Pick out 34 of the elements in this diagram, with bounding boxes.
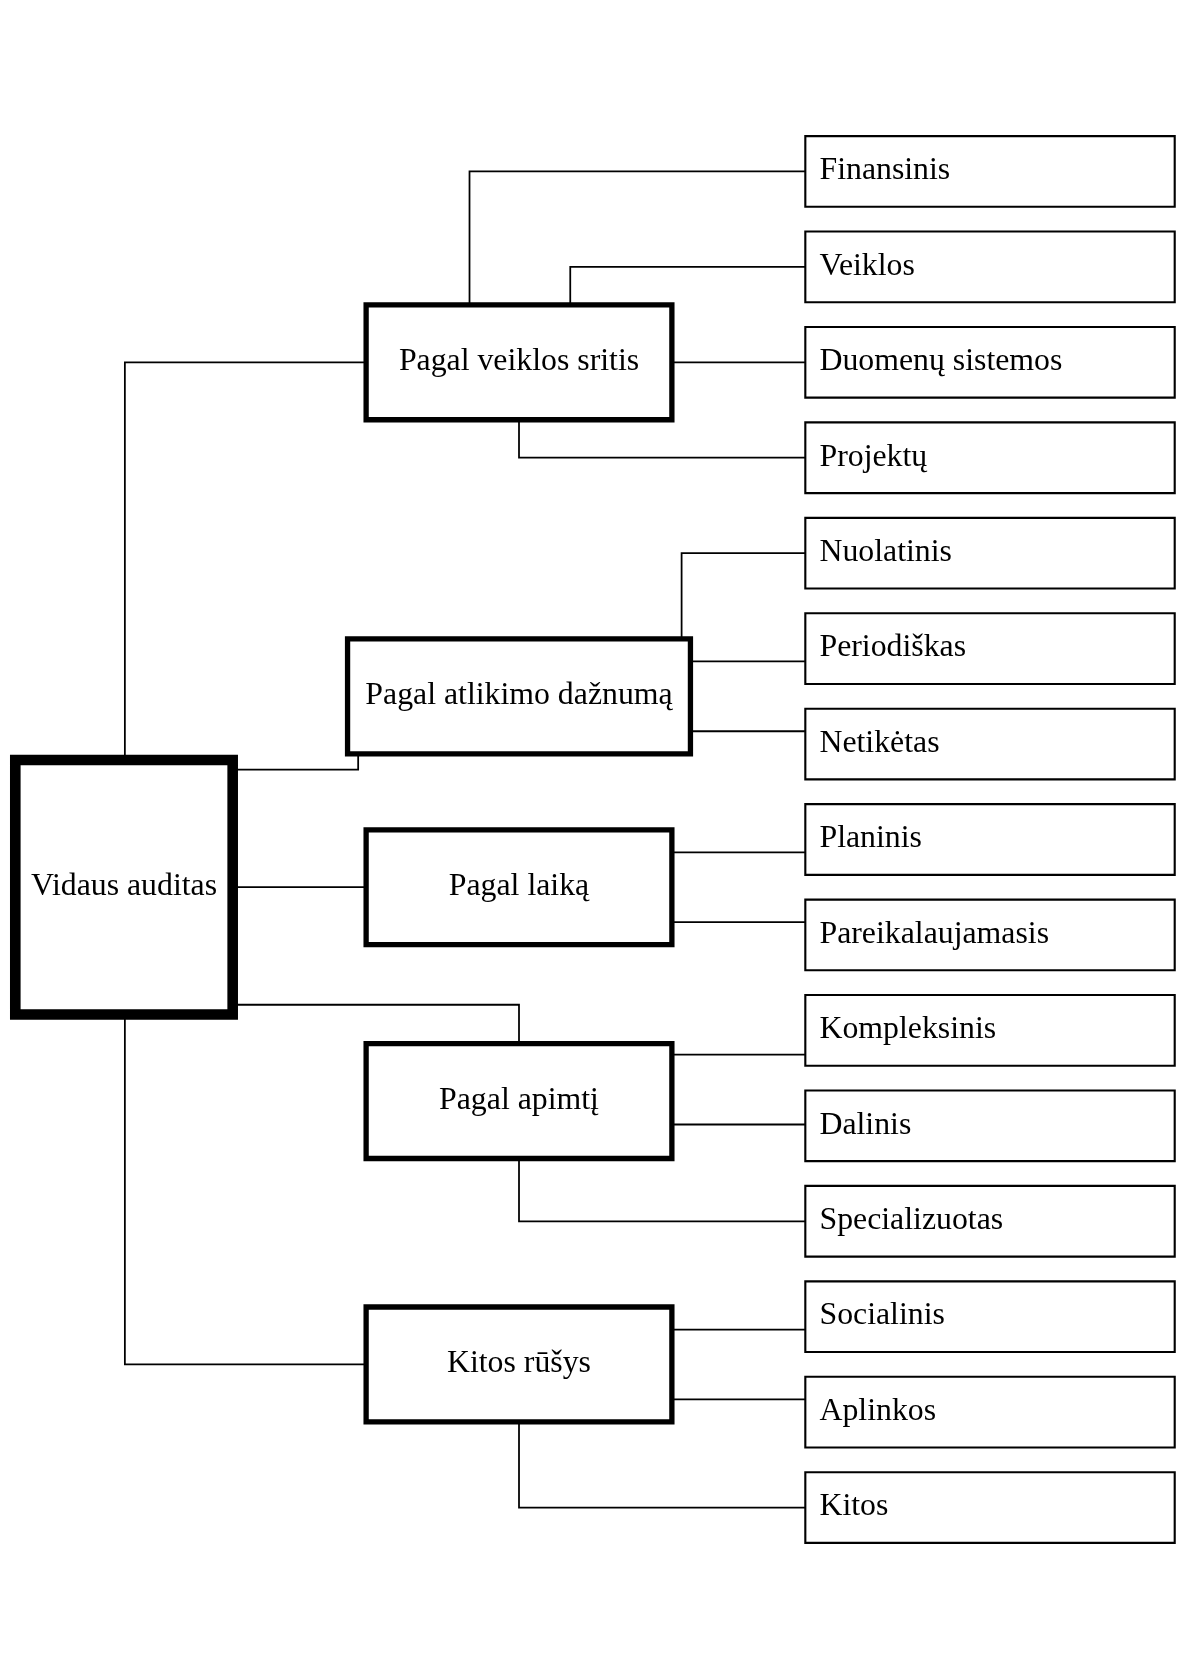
node-box: Kompleksinis [804, 993, 1176, 1067]
node-box: Vidaus auditas [10, 754, 238, 1020]
connector [468, 170, 806, 305]
connector [671, 1328, 806, 1330]
node-box: Veiklos [804, 229, 1176, 303]
node-box: Pareikalaujamasis [804, 898, 1176, 971]
connector [671, 360, 806, 363]
node-box: Pagal veiklos sritis [363, 301, 675, 422]
connector [671, 1053, 806, 1056]
connector [671, 850, 806, 853]
connector [680, 551, 807, 639]
node-box: Specializuotas [804, 1184, 1176, 1258]
node-box: Kitos [804, 1470, 1176, 1544]
node-box: Netikėtas [804, 707, 1176, 780]
connector [518, 1421, 807, 1508]
node-box: Finansinis [804, 134, 1176, 208]
node-box: Pagal atlikimo dažnumą [344, 635, 694, 756]
node-box: Nuolatinis [804, 516, 1176, 590]
node-box: Aplinkos [804, 1375, 1176, 1449]
connector [690, 660, 806, 662]
node-box: Periodiškas [804, 611, 1176, 685]
node-box: Dalinis [804, 1088, 1176, 1162]
connector [671, 1123, 806, 1125]
node-box: Duomenų sistemos [804, 325, 1176, 399]
node-box: Kitos rūšys [363, 1303, 675, 1424]
node-box: Planinis [804, 802, 1176, 876]
node-box: Pagal laiką [363, 826, 675, 947]
node-box: Projektų [804, 420, 1176, 494]
connector [671, 1397, 806, 1400]
connector [569, 265, 807, 305]
node-box: Pagal apimtį [363, 1040, 675, 1161]
connector [690, 729, 806, 732]
connector [671, 920, 806, 923]
node-box: Socialinis [804, 1279, 1176, 1353]
